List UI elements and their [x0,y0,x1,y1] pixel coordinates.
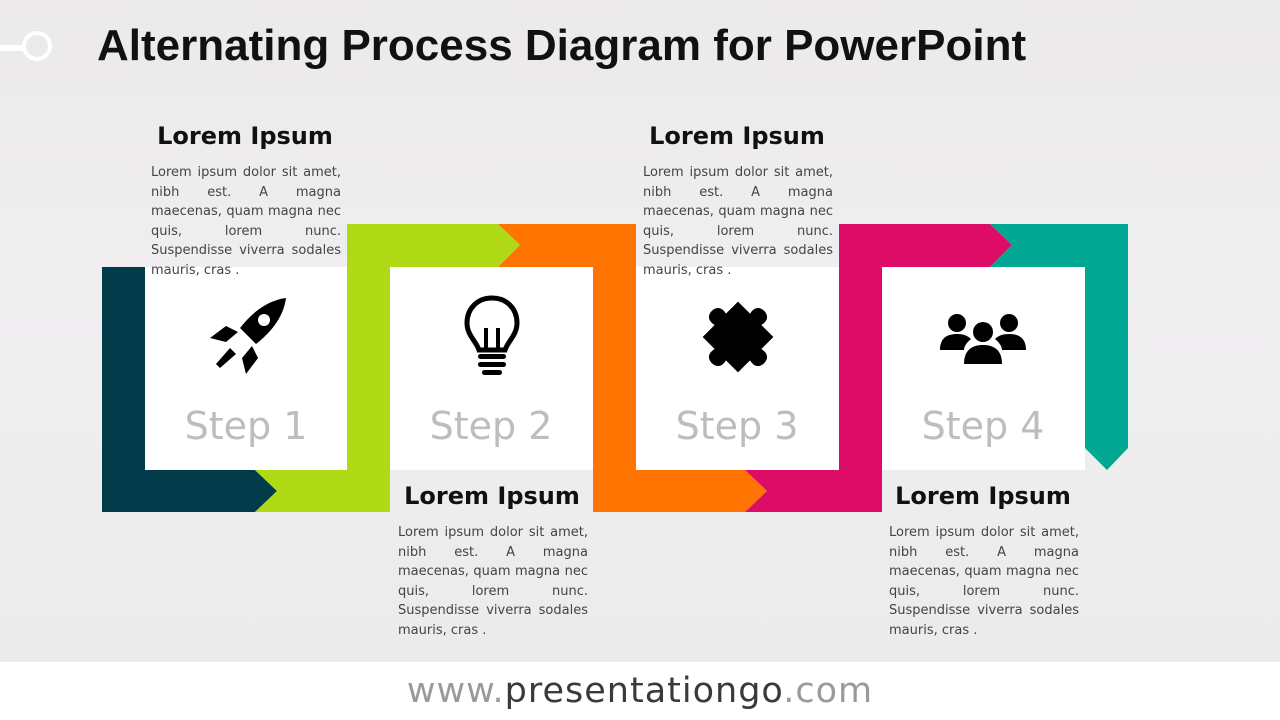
end-arrow [990,224,1128,470]
footer-brand: presentationgo [504,671,784,711]
footer-prefix: www. [406,671,505,711]
rocket-icon [210,298,286,374]
footer-url: www.presentationgo.com [0,662,1280,720]
step-1-band [102,267,277,512]
lightbulb-icon [464,295,520,375]
page-title: Alternating Process Diagram for PowerPoi… [97,21,1027,70]
step-1-description: Lorem ipsum dolor sit amet, nibh est. A … [151,165,341,278]
footer-suffix: .com [783,671,874,711]
step-2-label: Step 2 [429,404,553,448]
logo-dot [30,39,44,53]
step-4-label: Step 4 [921,404,1045,448]
step-3-description: Lorem ipsum dolor sit amet, nibh est. A … [643,165,833,278]
step-2-card [390,267,593,470]
step-3-band [498,224,767,512]
logo-line [0,45,26,51]
step-3-label: Step 3 [675,404,799,448]
step-3-heading: Lorem Ipsum [649,122,825,150]
puzzle-icon [702,301,774,373]
step-4-band [745,224,1012,512]
step-2-description: Lorem ipsum dolor sit amet, nibh est. A … [398,525,588,638]
logo-ring-icon [22,31,52,61]
step-4-heading: Lorem Ipsum [895,482,1071,510]
step-4-description: Lorem ipsum dolor sit amet, nibh est. A … [889,525,1079,638]
step-2-band [255,224,520,512]
people-group-icon [940,314,1026,364]
step-1-heading: Lorem Ipsum [157,122,333,150]
step-1-label: Step 1 [184,404,308,448]
step-4-card [882,267,1085,470]
step-2-heading: Lorem Ipsum [404,482,580,510]
